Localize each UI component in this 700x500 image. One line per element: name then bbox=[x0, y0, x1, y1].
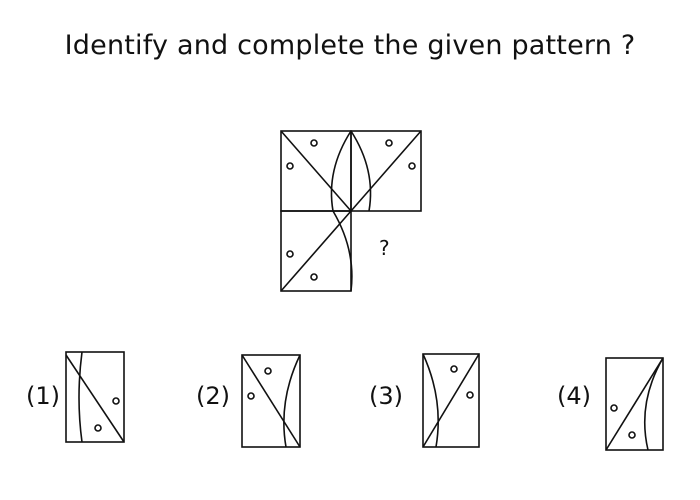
option-4-label[interactable]: (4) bbox=[557, 382, 591, 410]
cell-top-left-circle-top bbox=[310, 139, 318, 147]
option-3-figure[interactable] bbox=[422, 353, 480, 448]
cell-bottom-left-circle-left bbox=[286, 250, 294, 258]
cell-top-left-circle-left bbox=[286, 162, 294, 170]
cell-top-right-diagonal bbox=[350, 130, 422, 212]
missing-cell-question-mark: ? bbox=[379, 236, 390, 260]
question-text: Identify and complete the given pattern … bbox=[64, 30, 636, 61]
option-2-figure[interactable] bbox=[241, 354, 301, 448]
option-4-figure[interactable] bbox=[605, 357, 664, 451]
option-1-label[interactable]: (1) bbox=[26, 382, 60, 410]
cell-top-right bbox=[350, 130, 422, 212]
option-1-figure[interactable] bbox=[65, 351, 125, 443]
cell-top-left-diagonal bbox=[280, 130, 352, 212]
cell-top-left-curve bbox=[330, 130, 352, 212]
cell-top-right-circle-right bbox=[408, 162, 416, 170]
option-3-label[interactable]: (3) bbox=[369, 382, 403, 410]
cell-bottom-left-circle-bottom bbox=[310, 273, 318, 281]
pattern-grid bbox=[280, 130, 422, 292]
cell-top-right-curve bbox=[350, 130, 372, 212]
cell-bottom-left bbox=[280, 210, 352, 292]
cell-top-right-circle-top bbox=[385, 139, 393, 147]
option-2-label[interactable]: (2) bbox=[196, 382, 230, 410]
cell-bottom-left-curve bbox=[332, 210, 353, 292]
